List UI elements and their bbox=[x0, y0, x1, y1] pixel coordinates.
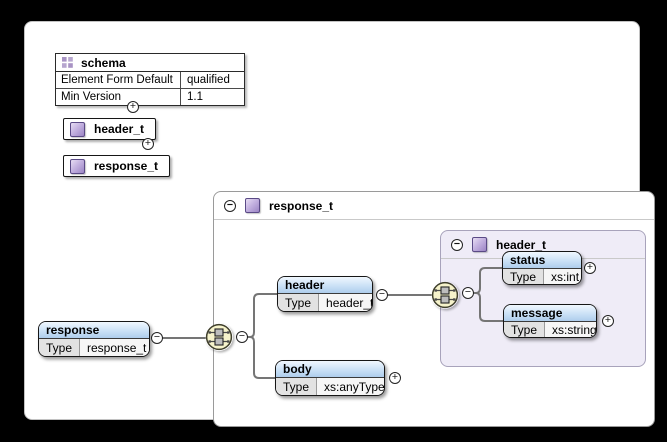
container-title: header_t bbox=[496, 237, 547, 252]
collapse-icon[interactable]: − bbox=[224, 199, 236, 212]
schema-row-value: 1.1 bbox=[187, 91, 203, 103]
collapse-icon-response[interactable]: − bbox=[151, 332, 163, 344]
global-type-label: header_t bbox=[94, 122, 145, 136]
schema-properties-table: schema Element Form Default qualified Mi… bbox=[55, 53, 245, 106]
element-type-row: Type xs:string bbox=[504, 322, 596, 337]
element-header[interactable]: header Type header_t bbox=[277, 276, 373, 312]
element-type-row: Type xs:int bbox=[503, 269, 581, 284]
expand-icon-message[interactable]: + bbox=[602, 315, 614, 327]
schema-row-min-version: Min Version 1.1 bbox=[56, 88, 244, 105]
type-value: xs:int bbox=[544, 269, 581, 284]
type-key: Type bbox=[276, 378, 318, 395]
type-value: response_t bbox=[80, 339, 149, 356]
element-response[interactable]: response Type response_t bbox=[38, 321, 150, 357]
collapse-icon[interactable]: − bbox=[451, 238, 463, 251]
schema-grid-icon bbox=[62, 57, 73, 68]
element-name: header bbox=[278, 277, 372, 294]
type-key: Type bbox=[503, 269, 545, 284]
expand-icon-response_t[interactable]: + bbox=[142, 138, 154, 150]
schema-row-value: qualified bbox=[187, 74, 230, 86]
element-name: response bbox=[39, 322, 149, 339]
schema-row-element-form-default: Element Form Default qualified bbox=[56, 72, 244, 88]
global-type-response_t[interactable]: response_t bbox=[63, 155, 171, 177]
type-key: Type bbox=[278, 294, 320, 311]
expand-icon-status[interactable]: + bbox=[584, 262, 596, 274]
type-key: Type bbox=[39, 339, 81, 356]
schema-table-header: schema bbox=[56, 54, 244, 72]
schema-row-label: Min Version bbox=[56, 89, 181, 105]
type-value: xs:string bbox=[545, 322, 596, 337]
global-type-label: response_t bbox=[94, 159, 159, 173]
collapse-icon-sequence-1[interactable]: − bbox=[236, 331, 248, 343]
sequence-icon[interactable] bbox=[205, 323, 233, 351]
complex-type-icon bbox=[70, 121, 85, 137]
element-message[interactable]: message Type xs:string bbox=[503, 304, 597, 338]
type-value: xs:anyType bbox=[317, 378, 384, 395]
element-status[interactable]: status Type xs:int bbox=[502, 251, 582, 285]
element-type-row: Type response_t bbox=[39, 339, 149, 356]
element-name: body bbox=[276, 361, 384, 378]
response_t-container-header: − response_t bbox=[214, 192, 654, 220]
element-type-row: Type header_t bbox=[278, 294, 372, 311]
schema-title: schema bbox=[81, 55, 126, 70]
element-name: status bbox=[503, 252, 581, 269]
complex-type-icon bbox=[245, 198, 260, 213]
expand-icon-body[interactable]: + bbox=[389, 372, 401, 384]
element-type-row: Type xs:anyType bbox=[276, 378, 384, 395]
type-value: header_t bbox=[319, 294, 372, 311]
element-name: message bbox=[504, 305, 596, 322]
global-type-header_t[interactable]: header_t bbox=[63, 118, 157, 140]
element-body[interactable]: body Type xs:anyType bbox=[275, 360, 385, 396]
complex-type-icon bbox=[70, 158, 85, 174]
sequence-icon[interactable] bbox=[431, 281, 459, 309]
collapse-icon-header[interactable]: − bbox=[376, 289, 388, 301]
sequence-icon-glyph bbox=[431, 281, 459, 309]
collapse-icon-sequence-2[interactable]: − bbox=[462, 287, 474, 299]
sequence-icon-glyph bbox=[205, 323, 233, 351]
container-title: response_t bbox=[269, 198, 334, 213]
expand-icon-header_t[interactable]: + bbox=[127, 101, 139, 113]
complex-type-icon bbox=[472, 237, 487, 252]
type-key: Type bbox=[504, 322, 546, 337]
schema-row-label: Element Form Default bbox=[56, 72, 181, 88]
